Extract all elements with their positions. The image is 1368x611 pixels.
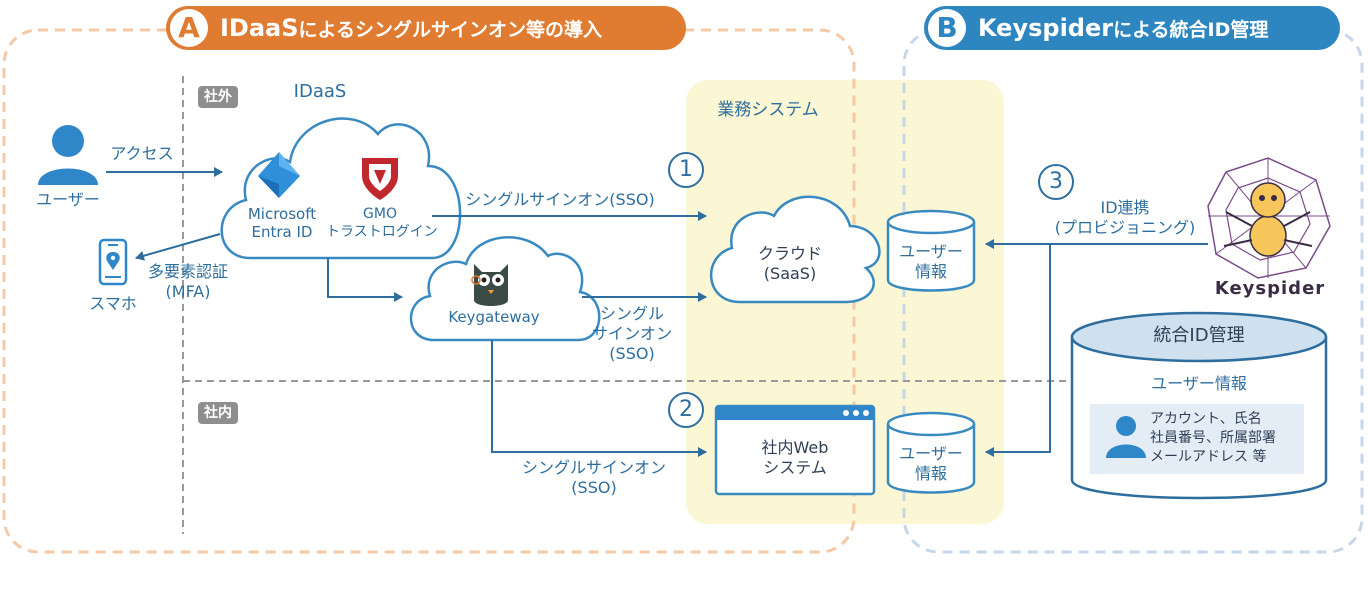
section-a-title-main: IDaaS <box>220 14 299 42</box>
idaas-cloud <box>220 117 462 260</box>
gmo-label-line1: GMO <box>363 206 397 222</box>
section-a-banner: A IDaaSによるシングルサインオン等の導入 <box>166 6 686 50</box>
user-label: ユーザー <box>36 190 100 209</box>
section-a-title: IDaaSによるシングルサインオン等の導入 <box>220 6 602 52</box>
entra-label-line1: Microsoft <box>247 205 317 223</box>
mfa-label-line2: (MFA) <box>165 282 211 301</box>
integrated-attr-line3: メールアドレス 等 <box>1150 449 1267 465</box>
entra-label-line2: Entra ID <box>251 223 313 241</box>
saas-label-line1: クラウド <box>757 244 822 263</box>
sso-bottom-label-line2: (SSO) <box>571 478 617 497</box>
sso-mid-label-line1: シングル <box>599 304 664 323</box>
integrated-id-subtitle: ユーザー情報 <box>1151 374 1247 393</box>
person-icon <box>1106 416 1146 458</box>
provisioning-label-line2: (プロビジョニング) <box>1054 218 1196 237</box>
mfa-label-line1: 多要素認証 <box>147 262 228 281</box>
owl-mascot-icon <box>471 264 508 306</box>
section-b-letter: B <box>928 9 966 47</box>
provisioning-label-line1: ID連携 <box>1100 198 1150 217</box>
section-a-letter: A <box>170 9 208 47</box>
db-internal-label-line2: 情報 <box>914 464 947 483</box>
sso-top-label: シングルサインオン(SSO) <box>465 190 655 209</box>
integrated-attr-line1: アカウント、氏名 <box>1150 411 1262 427</box>
provisioning-arrow-bottom <box>985 244 1051 457</box>
keygateway-label: Keygateway <box>448 308 540 326</box>
idaas-to-keygateway-arrow <box>327 258 403 302</box>
saas-label-line2: (SaaS) <box>763 264 817 283</box>
mfa-arrow <box>135 233 221 261</box>
sso-mid-label-line3: (SSO) <box>609 344 655 363</box>
db-cloud-label-line2: 情報 <box>914 262 947 281</box>
keyspider-mascot-icon <box>1207 157 1331 279</box>
business-system-label: 業務システム <box>717 100 819 120</box>
phone-label: スマホ <box>89 294 137 313</box>
gmo-label-line2: トラストログイン <box>326 224 438 240</box>
user-db-cloud <box>886 209 976 292</box>
integrated-attr-line2: 社員番号、所属部署 <box>1150 430 1276 446</box>
access-label: アクセス <box>110 144 174 163</box>
integrated-id-cylinder <box>1070 311 1328 500</box>
zone-inside-tag: 社内 <box>198 402 238 424</box>
idaas-label: IDaaS <box>293 81 347 102</box>
internal-web-label-line1: 社内Web <box>761 438 829 457</box>
internal-web-window <box>714 404 876 496</box>
keyspider-logo-text: Keyspider <box>1214 278 1326 299</box>
sso-mid-label-line2: サインオン <box>591 324 672 343</box>
zone-outside-tag: 社外 <box>198 86 238 108</box>
section-b-title-rest: による統合ID管理 <box>1113 19 1269 41</box>
entra-logo-icon <box>258 152 300 198</box>
section-b-title-main: Keyspider <box>978 14 1114 42</box>
user-icon <box>38 125 98 185</box>
gmo-shield-icon <box>362 158 398 200</box>
section-b-title: Keyspiderによる統合ID管理 <box>978 6 1268 52</box>
step-1-badge: 1 <box>668 152 704 188</box>
internal-web-label-line2: システム <box>763 458 827 477</box>
smartphone-icon <box>98 238 128 286</box>
db-internal-label-line1: ユーザー <box>899 444 963 463</box>
step-3-badge: 3 <box>1038 164 1074 200</box>
user-db-internal <box>886 411 976 494</box>
section-a-title-rest: によるシングルサインオン等の導入 <box>298 19 602 41</box>
step-2-badge: 2 <box>668 392 704 428</box>
integrated-id-title: 統合ID管理 <box>1153 325 1245 346</box>
section-b-banner: B Keyspiderによる統合ID管理 <box>924 6 1340 50</box>
sso-bottom-arrow <box>491 340 707 457</box>
saas-cloud <box>709 195 881 304</box>
db-cloud-label-line1: ユーザー <box>899 242 963 261</box>
sso-bottom-label-line1: シングルサインオン <box>521 458 666 477</box>
